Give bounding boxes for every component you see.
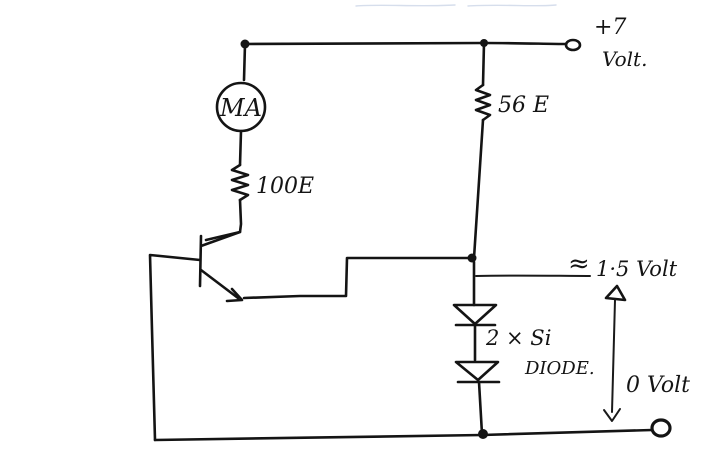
voltage-arrow-shaft <box>611 299 616 413</box>
transistor <box>198 230 244 303</box>
supply-unit-label: Volt. <box>602 47 647 71</box>
wire-rail-to-meter <box>242 42 247 82</box>
diode-label: DIODE. <box>524 358 595 379</box>
transistor-emitter <box>199 268 240 300</box>
ground-voltage-label: 0 Volt <box>626 373 690 398</box>
transistor-emitter-arrow <box>225 287 244 303</box>
terminal-0v <box>650 418 672 438</box>
bleed-through-marks <box>355 4 557 7</box>
wire-meter-to-resistor <box>238 129 243 167</box>
diode-2 <box>454 360 501 384</box>
junction-dot-bottom <box>478 429 488 439</box>
approx-symbol: ≈ <box>568 249 590 279</box>
top-rail-wire <box>243 41 568 46</box>
voltage-arrow-up-head <box>604 284 627 302</box>
voltage-arrow-down-head <box>603 408 621 422</box>
voltage-measurement-arrow <box>603 284 627 422</box>
resistor-56e <box>474 83 492 122</box>
wire-top-resistor-to-mid <box>472 118 485 260</box>
terminal-plus-7v <box>564 38 582 52</box>
milliammeter: MA <box>215 81 267 133</box>
diode-1-triangle <box>452 303 498 326</box>
wire-resistor-to-collector <box>204 198 243 242</box>
junction-dot-mid <box>467 253 477 263</box>
wire-diode-to-ground <box>477 380 484 436</box>
milliammeter-label: MA <box>219 94 262 122</box>
resistor-100e-label: 100E <box>256 174 314 199</box>
diode-1 <box>452 303 498 327</box>
mid-voltage-label: 1·5 Volt <box>596 257 678 281</box>
diode-count-label: 2 × Si <box>485 326 551 350</box>
resistor-100e <box>230 163 250 202</box>
supply-voltage-label: +7 <box>594 15 626 40</box>
wire-emitter-to-mid <box>242 256 472 300</box>
wire-rail-to-top-resistor <box>481 41 486 87</box>
transistor-collector <box>199 230 242 248</box>
resistor-56e-label: 56 E <box>498 93 549 118</box>
diode-2-triangle <box>454 360 500 382</box>
wire-base-to-left <box>148 253 202 442</box>
bottom-rail-wire <box>153 428 654 442</box>
